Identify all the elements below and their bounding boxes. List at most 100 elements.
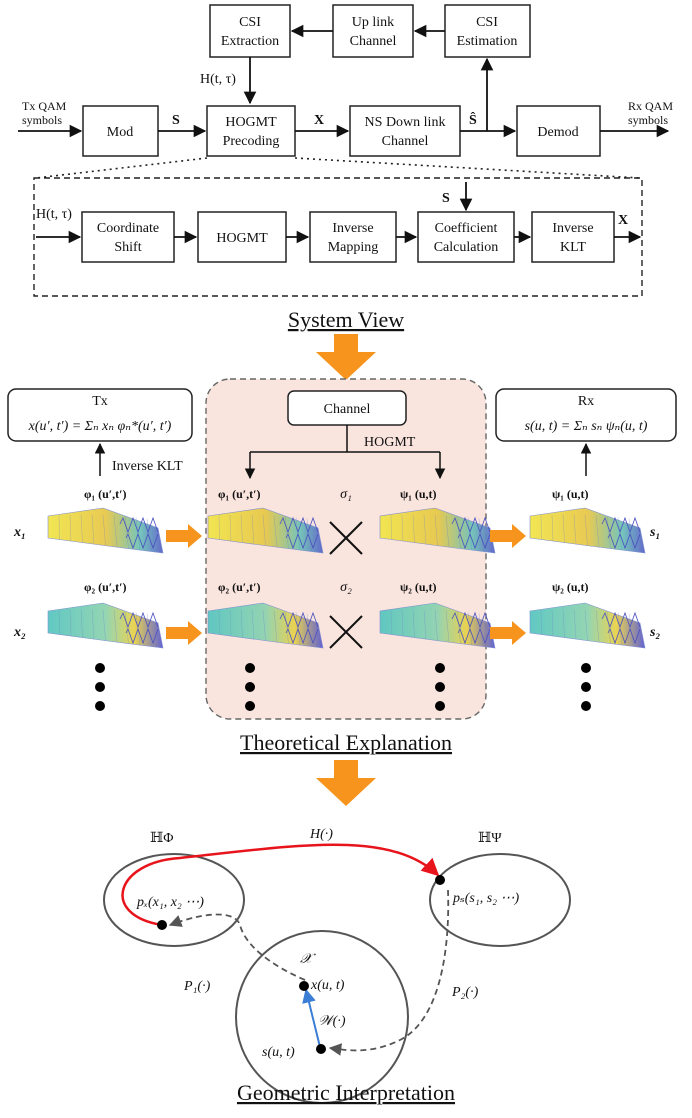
x-point bbox=[299, 981, 309, 991]
orange-small-arrows bbox=[166, 524, 526, 645]
w-mapping-arrow bbox=[302, 988, 321, 1048]
surface-phi1-left bbox=[47, 507, 164, 554]
surface-psi1-right bbox=[529, 507, 646, 554]
uplink-channel-box bbox=[332, 4, 414, 58]
x-ut-label: x(u, t) bbox=[310, 978, 345, 993]
sigma2: σ₂ bbox=[340, 580, 352, 595]
psi1-label-right: ψ₁ (u,t) bbox=[552, 487, 589, 501]
ns-downlink-box bbox=[349, 105, 461, 157]
channel-label: Channel bbox=[324, 402, 371, 417]
inverse-mapping-label-1: Inverse bbox=[332, 221, 373, 236]
h-psi-label: ℍΨ bbox=[478, 831, 502, 846]
h-t-tau-input-label: H(t, τ) bbox=[36, 207, 72, 222]
cal-x-label: 𝒳 bbox=[300, 952, 316, 967]
hogmt-precoding-box bbox=[206, 105, 296, 157]
orange-arrow-row1-right bbox=[490, 524, 526, 548]
hogmt-precoding-label-2: Precoding bbox=[223, 134, 280, 149]
dot-phi-3 bbox=[245, 701, 255, 711]
phi1-label-mid: φ₁ (u′,t′) bbox=[218, 487, 261, 501]
tx-formula: x(u′, t′) = Σₙ xₙ φₙ*(u′, t′) bbox=[28, 419, 172, 434]
s-point bbox=[316, 1044, 326, 1054]
dot-psi-1 bbox=[435, 663, 445, 673]
precoding-detail-box bbox=[33, 177, 643, 297]
orange-arrow-row2-right bbox=[490, 621, 526, 645]
x-symbol-1: X bbox=[314, 113, 324, 128]
w-label: 𝒲(·) bbox=[318, 1014, 346, 1029]
dot-psi-3 bbox=[435, 701, 445, 711]
surface-psi1-mid bbox=[379, 507, 496, 554]
uplink-channel-label-1: Up link bbox=[352, 15, 394, 30]
x2-label: x₂ bbox=[13, 625, 26, 640]
phi1-label-left: φ₁ (u′,t′) bbox=[84, 487, 127, 501]
h-operator-label: H(·) bbox=[309, 827, 333, 842]
h-mapping-arc bbox=[121, 843, 440, 927]
px-label: pₓ(x₁, x₂ ⋯) bbox=[136, 895, 204, 910]
orange-arrow-row2-left bbox=[166, 621, 202, 645]
rx-label: Rx bbox=[578, 394, 594, 409]
h-phi-label: ℍΦ bbox=[150, 831, 173, 846]
s-symbol-1: S bbox=[172, 113, 180, 128]
inverse-klt-label-1: Inverse bbox=[552, 221, 593, 236]
dot-right-1 bbox=[581, 663, 591, 673]
dot-left-3 bbox=[95, 701, 105, 711]
coefficient-calculation-box bbox=[417, 211, 515, 263]
geometric-interpretation-title: Geometric Interpretation bbox=[237, 1080, 455, 1105]
coefficient-calculation-label-2: Calculation bbox=[434, 240, 499, 255]
csi-extraction-label-1: CSI bbox=[239, 15, 261, 30]
h-t-tau-label: H(t, τ) bbox=[200, 72, 236, 87]
shat-symbol: Ŝ bbox=[469, 111, 477, 128]
hogmt-label: HOGMT bbox=[364, 435, 416, 450]
ps-point bbox=[435, 875, 445, 885]
csi-estimation-label-2: Estimation bbox=[457, 34, 518, 49]
tx-qam-label-2: symbols bbox=[22, 113, 62, 127]
dot-phi-1 bbox=[245, 663, 255, 673]
orange-down-arrow-1 bbox=[316, 334, 376, 380]
sigma1: σ₁ bbox=[340, 487, 352, 502]
ps-label: pₛ(s₁, s₂ ⋯) bbox=[452, 891, 520, 906]
rx-qam-label-2: symbols bbox=[628, 113, 668, 127]
p2-label: P₂(·) bbox=[451, 985, 479, 1000]
dot-right-2 bbox=[581, 682, 591, 692]
uplink-channel-label-2: Channel bbox=[350, 34, 397, 49]
psi1-label-mid: ψ₁ (u,t) bbox=[400, 487, 437, 501]
theoretical-explanation-title: Theoretical Explanation bbox=[240, 730, 452, 755]
dot-left-1 bbox=[95, 663, 105, 673]
csi-extraction-label-2: Extraction bbox=[221, 34, 279, 49]
surface-plots bbox=[47, 507, 646, 649]
inverse-mapping-label-2: Mapping bbox=[328, 240, 379, 255]
demod-label: Demod bbox=[537, 125, 578, 140]
dot-right-3 bbox=[581, 701, 591, 711]
surface-phi2-mid bbox=[207, 602, 324, 649]
s1-label: s₁ bbox=[649, 525, 660, 540]
system-view: CSI Extraction Up link Channel CSI Estim… bbox=[18, 4, 673, 332]
x-symbol-2: X bbox=[618, 213, 628, 228]
system-view-title: System View bbox=[288, 307, 404, 332]
multiply-icon-2 bbox=[329, 615, 363, 649]
coordinate-shift-label-2: Shift bbox=[114, 240, 141, 255]
hilbert-phi-ellipse bbox=[103, 853, 245, 947]
csi-estimation-label-1: CSI bbox=[476, 15, 498, 30]
phi2-label-mid: φ₂ (u′,t′) bbox=[218, 580, 261, 594]
rx-formula-box bbox=[495, 388, 677, 442]
surface-phi2-left bbox=[47, 602, 164, 649]
tx-qam-label-1: Tx QAM bbox=[22, 99, 67, 113]
csi-estimation-box bbox=[444, 4, 531, 58]
coordinate-shift-label-1: Coordinate bbox=[97, 221, 159, 236]
dot-left-2 bbox=[95, 682, 105, 692]
zoom-line-right bbox=[294, 157, 641, 179]
s-symbol-2: S bbox=[442, 191, 450, 206]
px-point bbox=[157, 920, 167, 930]
multiply-icon-1 bbox=[329, 521, 363, 555]
ns-downlink-label-1: NS Down link bbox=[365, 115, 446, 130]
s2-label: s₂ bbox=[649, 625, 660, 640]
hogmt-box-label: HOGMT bbox=[216, 231, 268, 246]
inverse-klt-label-2: KLT bbox=[560, 240, 586, 255]
phi2-label-left: φ₂ (u′,t′) bbox=[84, 580, 127, 594]
rx-qam-label-1: Rx QAM bbox=[628, 99, 673, 113]
surface-psi2-mid bbox=[379, 602, 496, 649]
surface-psi2-right bbox=[529, 602, 646, 649]
rx-formula: s(u, t) = Σₙ sₙ ψₙ(u, t) bbox=[525, 419, 648, 434]
ns-downlink-label-2: Channel bbox=[382, 134, 429, 149]
